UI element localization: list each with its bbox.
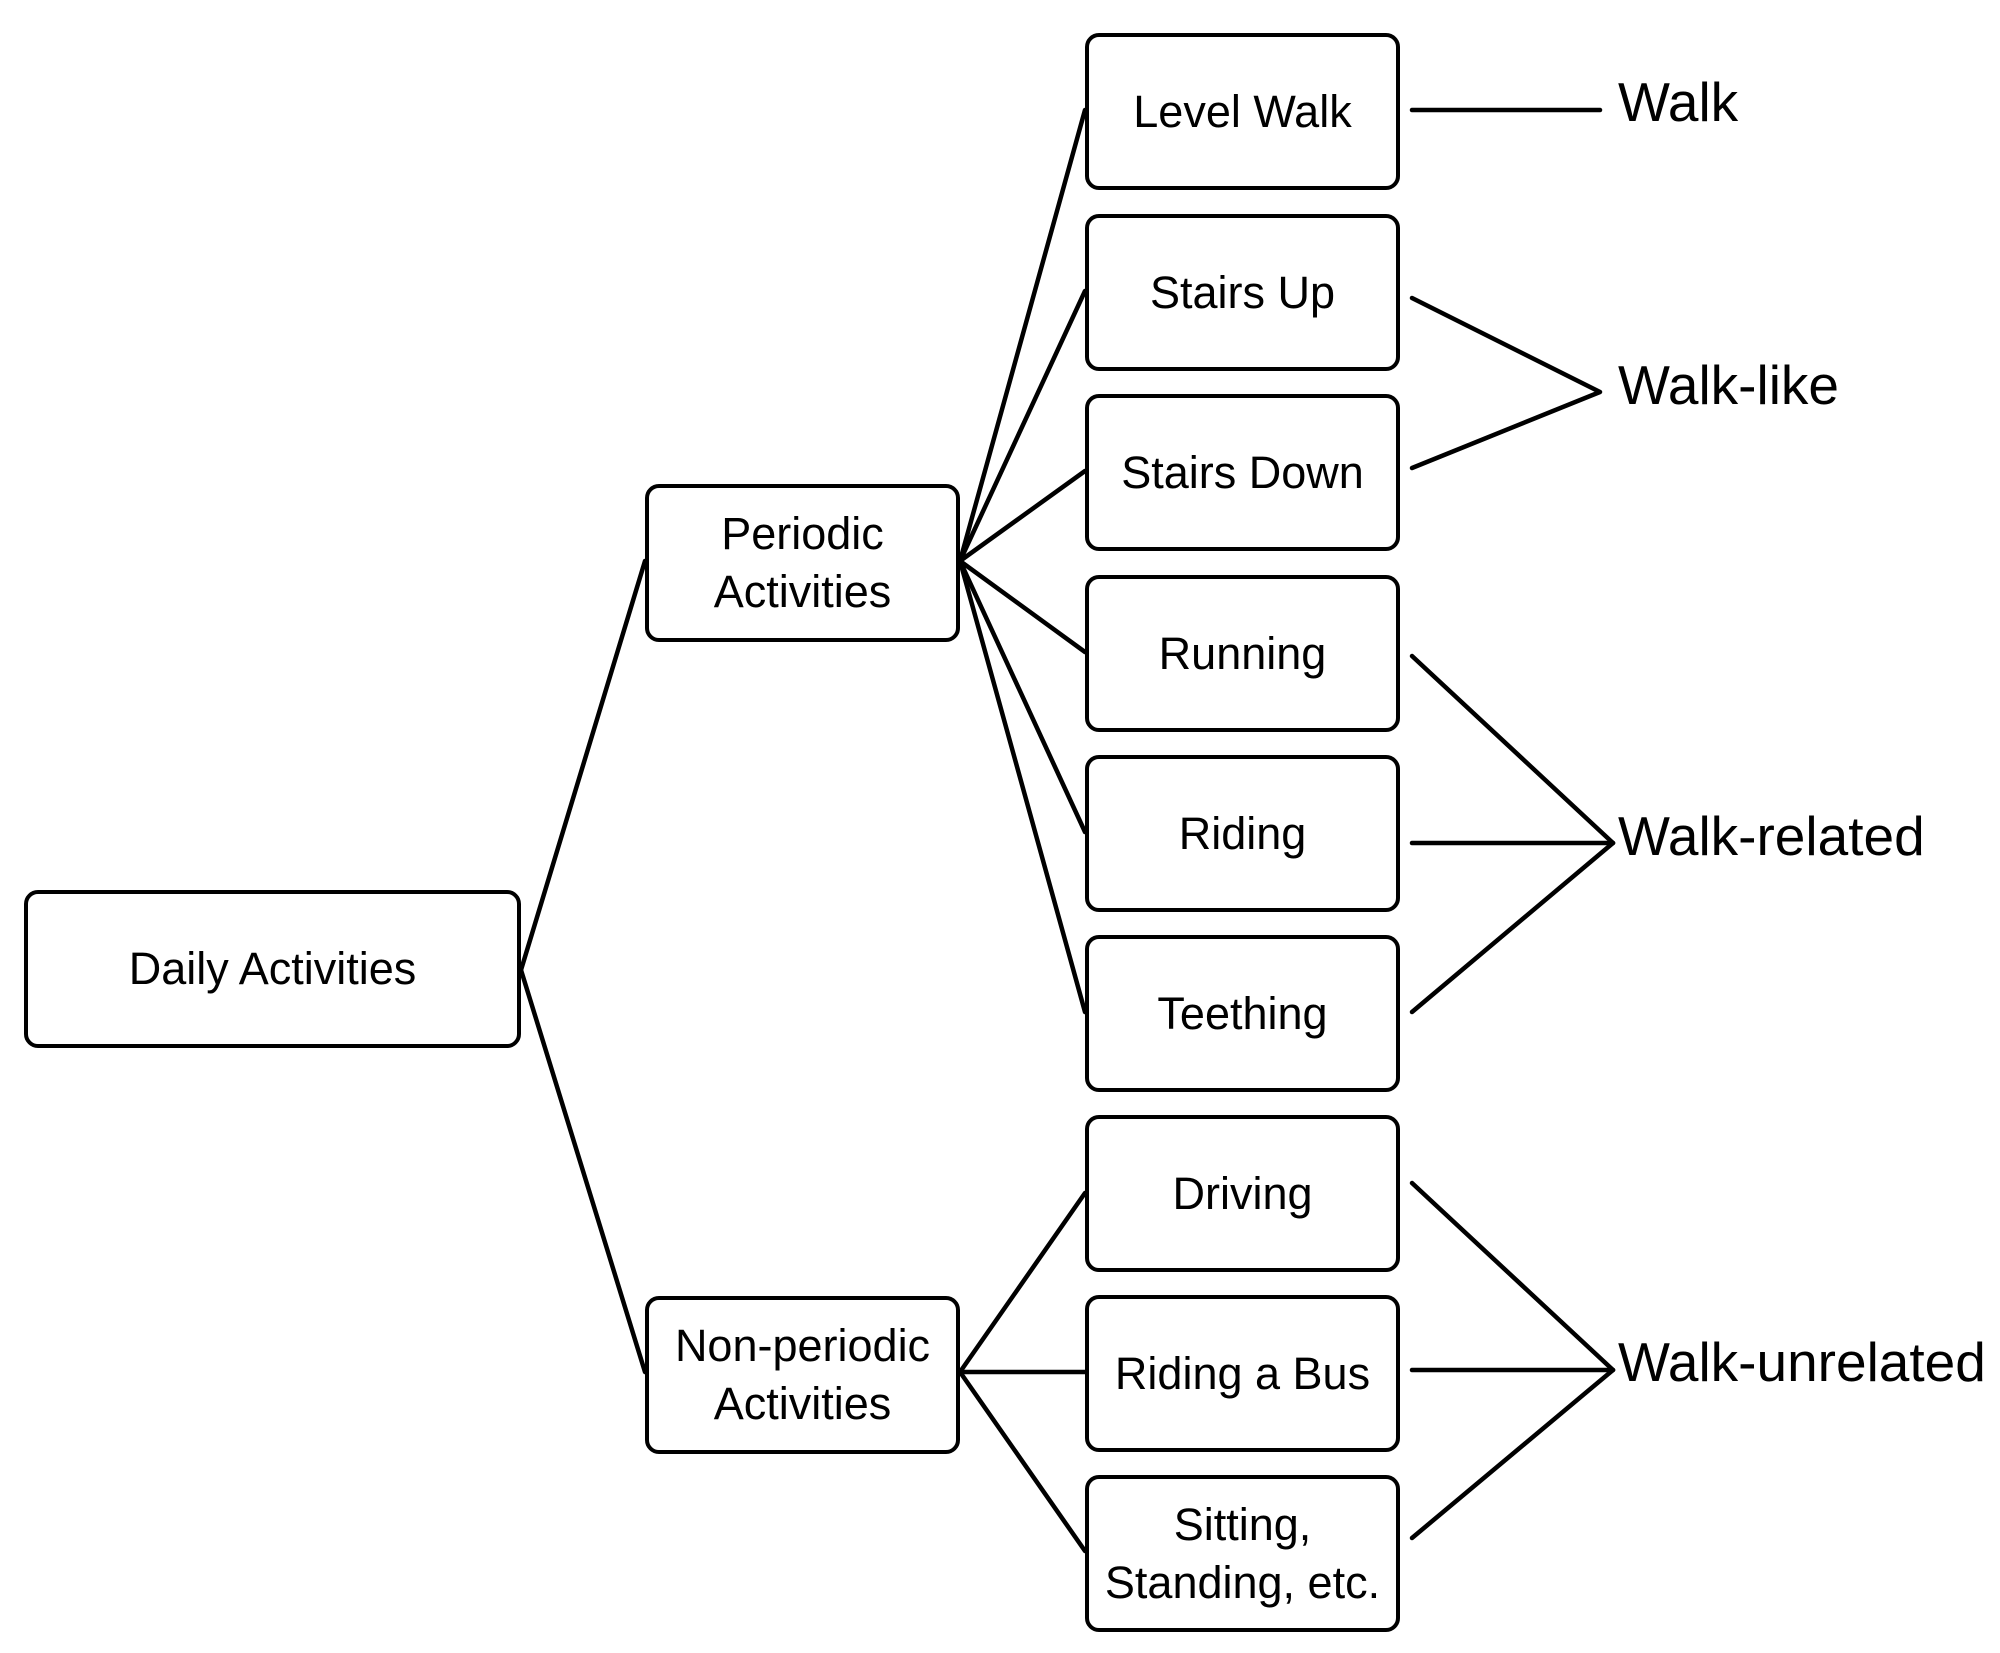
activity-node-sitting-standing: Sitting, Standing, etc. [1085,1475,1400,1632]
edge-nonperiodic-driving [957,1190,1088,1375]
bracket-walk-related-teething [1409,840,1616,1015]
category-node-periodic: Periodic Activities [645,484,960,642]
edge-root-nonperiodic [518,967,648,1375]
root-node-daily-activities: Daily Activities [24,890,521,1048]
edge-root-periodic [518,558,648,973]
edge-periodic-level-walk [957,107,1088,564]
edge-periodic-riding [957,558,1088,835]
activity-node-riding: Riding [1085,755,1400,912]
bracket-walk-unrelated-driving [1409,1180,1616,1373]
group-label-walk-like: Walk-like [1618,354,1840,416]
bracket-walk-related-running [1409,653,1616,846]
group-label-walk: Walk [1618,71,1739,133]
activity-node-driving: Driving [1085,1115,1400,1272]
bracket-walk-like [1409,295,1603,471]
edge-periodic-stairs-down [957,468,1088,564]
activity-node-stairs-down: Stairs Down [1085,394,1400,551]
group-label-walk-related: Walk-related [1618,805,1925,867]
edge-periodic-stairs-up [957,288,1088,564]
bracket-walk-unrelated-sitting [1409,1367,1616,1541]
activity-node-teething: Teething [1085,935,1400,1092]
activity-node-stairs-up: Stairs Up [1085,214,1400,371]
group-label-walk-unrelated: Walk-unrelated [1618,1331,1986,1393]
category-node-non-periodic: Non-periodic Activities [645,1296,960,1454]
activity-node-riding-a-bus: Riding a Bus [1085,1295,1400,1452]
edge-periodic-teething [957,558,1088,1015]
activity-node-running: Running [1085,575,1400,732]
edge-periodic-running [957,558,1088,655]
activity-node-level-walk: Level Walk [1085,33,1400,190]
edge-nonperiodic-sitting [957,1369,1088,1554]
